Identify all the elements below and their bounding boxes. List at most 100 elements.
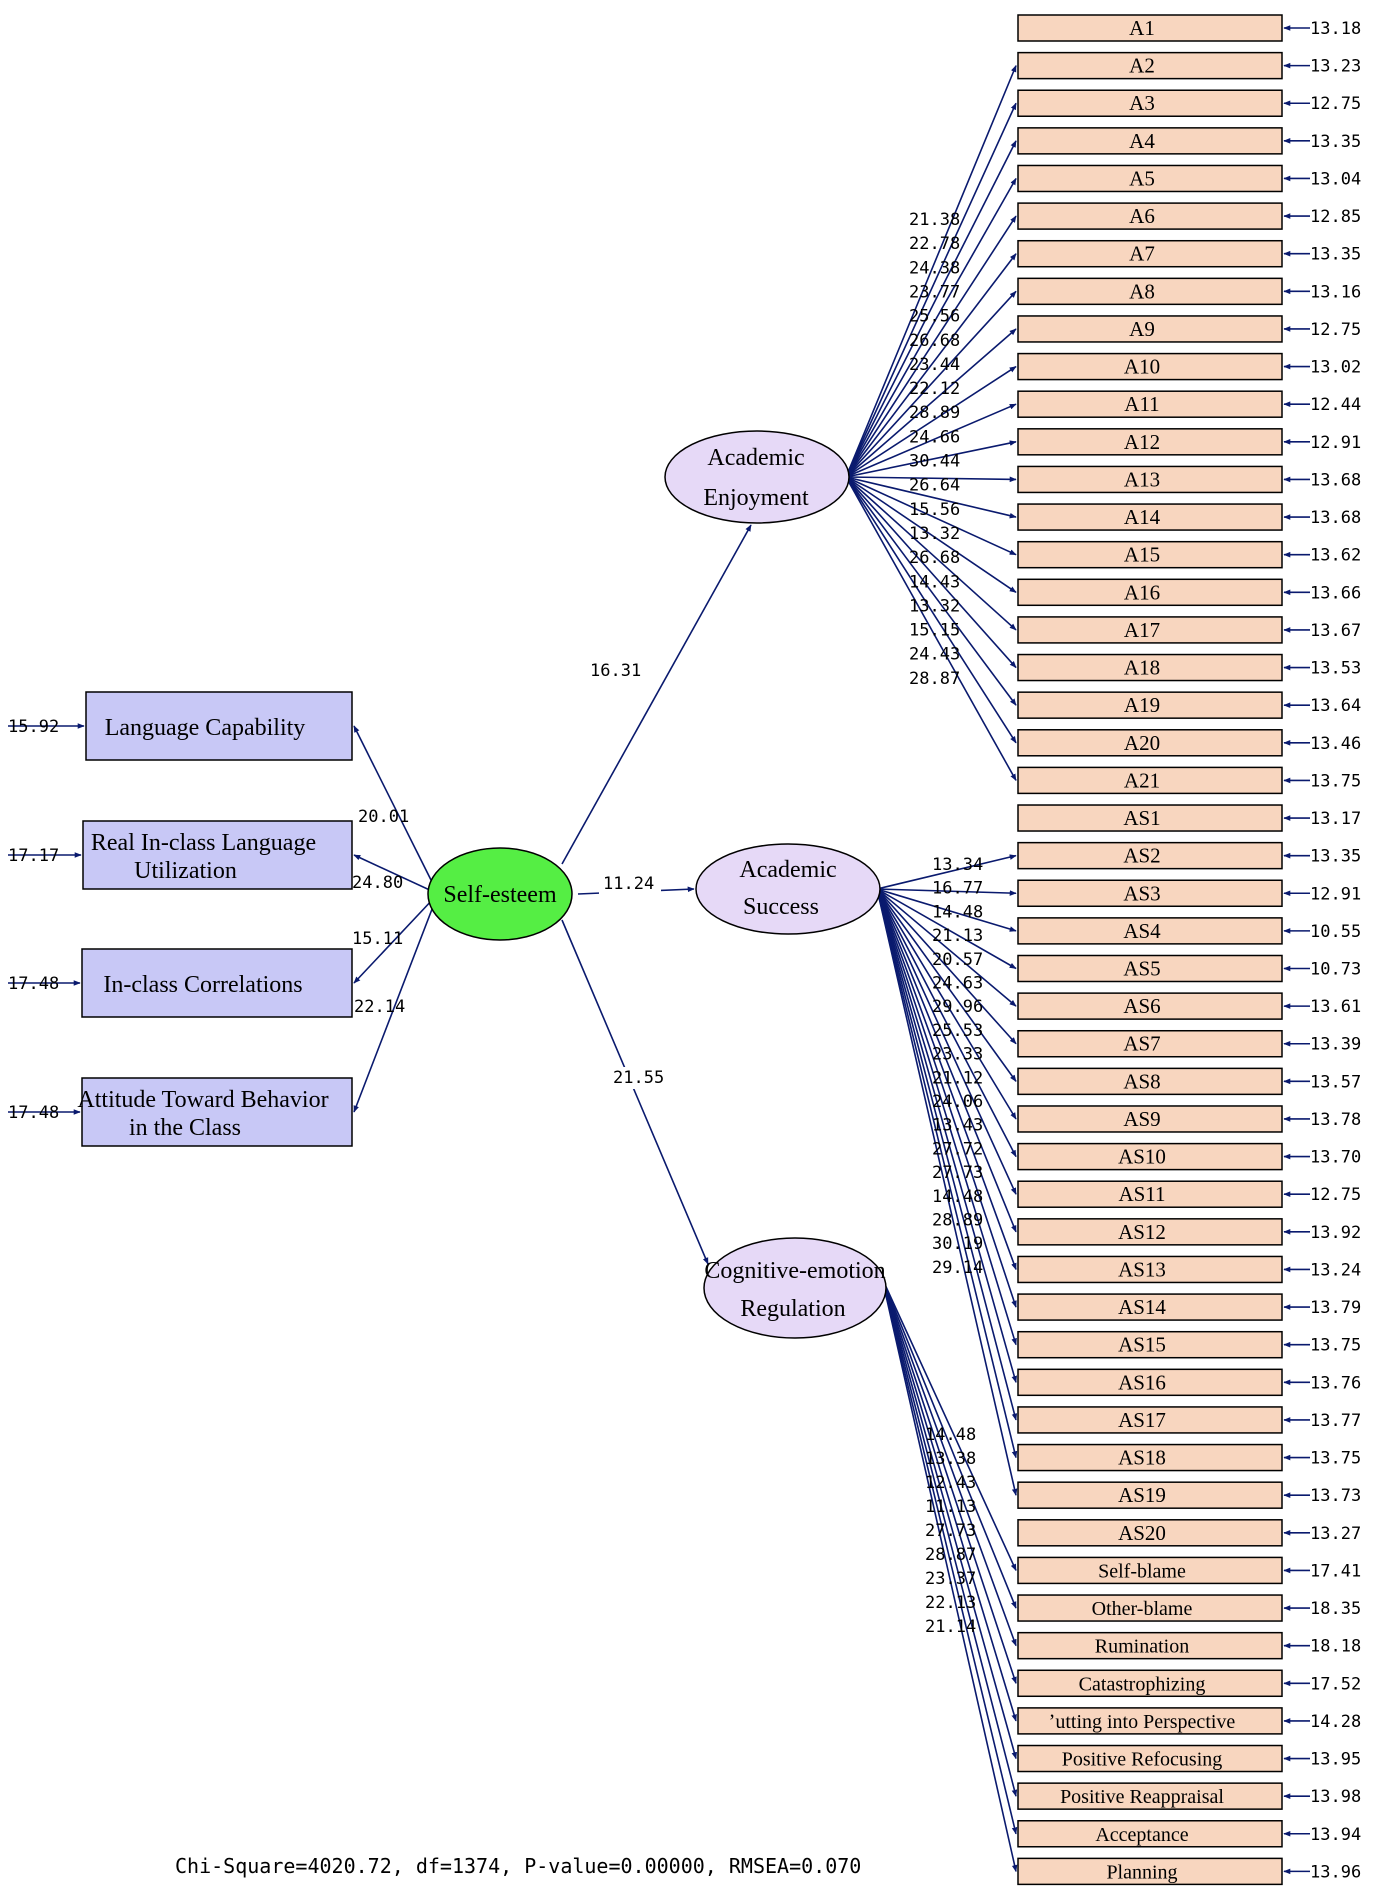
structural-arrow: [561, 524, 752, 865]
indicator-box: [1017, 1782, 1283, 1810]
loading-arrow: [876, 888, 1018, 1459]
loading-arrow: [876, 854, 1017, 890]
indicator-label: AS8: [1123, 1069, 1160, 1093]
indicator-label: Attitude Toward Behavior: [77, 1087, 328, 1113]
error-variance: 10.73: [1310, 960, 1361, 980]
error-variance: 13.75: [1310, 771, 1361, 791]
latent-self-esteem: [427, 847, 573, 941]
loading-arrow: [845, 476, 1017, 782]
loading-arrow: [353, 897, 435, 984]
indicator-label: in the Class: [129, 1115, 241, 1141]
indicator-box: [1017, 1105, 1283, 1133]
indicator-label: A3: [1129, 91, 1155, 115]
error-variance: 13.39: [1310, 1035, 1361, 1055]
error-variance: 17.17: [8, 846, 59, 866]
error-variance: 13.75: [1310, 1336, 1361, 1356]
error-variance: 13.62: [1310, 546, 1361, 566]
loading-value: 26.64: [909, 476, 960, 496]
latent-cognitive-emotion-regulation: [703, 1237, 887, 1339]
error-variance: 13.35: [1310, 245, 1361, 265]
error-variance: 13.95: [1310, 1750, 1361, 1770]
loading-arrow: [845, 476, 1017, 669]
loading-arrow: [881, 1277, 1018, 1797]
loading-value: 28.89: [932, 1211, 983, 1231]
error-variance: 13.79: [1310, 1298, 1361, 1318]
indicator-label: AS18: [1118, 1446, 1166, 1470]
loading-value: 13.32: [909, 524, 960, 544]
indicator-label: Real In-class Language: [91, 830, 316, 856]
loading-value: 14.43: [909, 572, 960, 592]
fit-statistics: Chi-Square=4020.72, df=1374, P-value=0.0…: [175, 1854, 861, 1878]
indicator-box: [1017, 14, 1283, 42]
indicator-label: AS5: [1123, 957, 1160, 981]
nodes: [81, 14, 1283, 1886]
indicator-box: [1017, 1519, 1283, 1547]
loading-value: 15.11: [352, 929, 403, 949]
indicator-box: [1017, 1067, 1283, 1096]
error-variance: 13.66: [1310, 583, 1361, 603]
error-variance: 17.48: [8, 1103, 59, 1123]
indicator-box: [1017, 729, 1283, 757]
loading-arrow: [845, 440, 1017, 478]
label-bg: [599, 873, 661, 895]
loading-arrow: [876, 888, 1017, 1195]
latent-label: Cognitive-emotion: [704, 1258, 885, 1284]
loading-arrow: [845, 328, 1017, 478]
loading-value: 15.56: [909, 500, 960, 520]
indicator-label: AS11: [1118, 1182, 1165, 1206]
loading-value: 26.68: [909, 331, 960, 351]
indicator-label: AS12: [1118, 1220, 1166, 1244]
error-variance: 13.16: [1310, 282, 1361, 302]
loading-value: 15.15: [909, 621, 960, 641]
indicator-label: AS9: [1123, 1107, 1160, 1131]
loading-value: 27.72: [932, 1139, 983, 1159]
indicator-label: A7: [1129, 242, 1155, 266]
latent-label: Regulation: [740, 1296, 845, 1322]
indicator-box: [1017, 917, 1283, 945]
error-variance: 13.75: [1310, 1449, 1361, 1469]
loading-value: 24.06: [932, 1092, 983, 1112]
loading-value: 24.43: [909, 645, 960, 665]
indicator-label: Positive Refocusing: [1062, 1749, 1223, 1771]
error-variance: 13.67: [1310, 621, 1361, 641]
latent-label: Self-esteem: [443, 882, 557, 908]
latent-label: Academic: [707, 445, 804, 471]
loading-value: 11.13: [925, 1497, 976, 1517]
indicator-box: [1017, 277, 1283, 306]
error-variance: 13.76: [1310, 1373, 1361, 1393]
indicator-label: A1: [1129, 16, 1155, 40]
error-variance: 12.75: [1310, 94, 1361, 114]
indicator-box: [1017, 879, 1283, 908]
loading-value: 25.56: [909, 307, 960, 327]
error-variance: 18.18: [1310, 1637, 1361, 1657]
indicator-box: [1017, 89, 1283, 117]
indicator-box: [1017, 653, 1283, 682]
latent-academic-enjoyment: [664, 430, 850, 524]
loading-arrow: [845, 476, 1017, 519]
indicator-label: AS20: [1118, 1521, 1166, 1545]
structural-path-value: 21.55: [613, 1068, 664, 1088]
loading-value: 22.14: [354, 997, 405, 1017]
loading-value: 30.19: [932, 1234, 983, 1254]
loading-value: 25.53: [932, 1021, 983, 1041]
indicator-label: Positive Reappraisal: [1060, 1786, 1224, 1808]
indicator-box: [1017, 616, 1283, 644]
loading-value: 21.38: [909, 210, 960, 230]
latent-label: Enjoyment: [703, 485, 809, 511]
loading-arrow: [876, 888, 1017, 1308]
error-variance: 12.91: [1310, 433, 1361, 453]
error-variance: 13.73: [1310, 1486, 1361, 1506]
error-variance: 13.92: [1310, 1223, 1361, 1243]
loading-arrow: [876, 888, 1017, 1346]
loading-value: 21.12: [932, 1068, 983, 1088]
loading-arrow: [845, 476, 1017, 631]
indicator-box: [1017, 1142, 1283, 1171]
indicator-label: A9: [1129, 317, 1155, 341]
loading-arrow: [353, 903, 435, 1113]
indicator-label: A14: [1124, 505, 1161, 529]
error-variance: 18.35: [1310, 1599, 1361, 1619]
indicator-box: [1017, 390, 1283, 418]
loading-arrow: [881, 1277, 1018, 1873]
label-bg: [609, 1067, 671, 1089]
